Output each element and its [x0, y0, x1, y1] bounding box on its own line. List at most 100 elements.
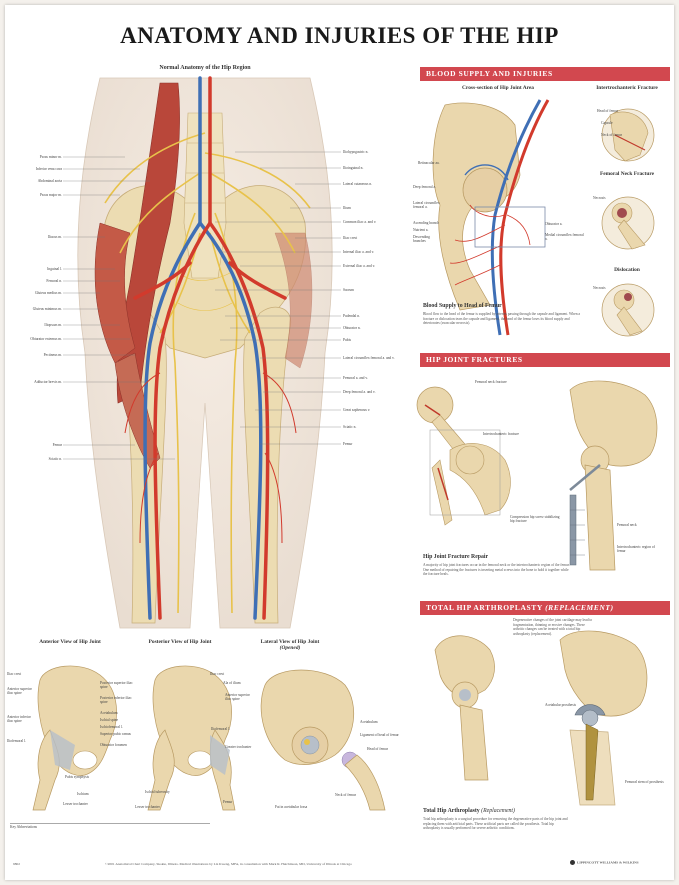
main-leader-lines	[63, 151, 341, 460]
footer-copyright: ©2001 Anatomical Chart Company, Skokie, …	[105, 862, 352, 866]
label-femoral-av: Femoral a. and v.	[343, 376, 368, 380]
post-label-ischial-spine: Ischial spine	[100, 718, 119, 722]
label-internal-iliac: Internal iliac a. and v.	[343, 250, 375, 254]
main-anatomy-illustration	[77, 76, 333, 629]
label-inferior-vena-cava: Inferior vena cava	[35, 167, 62, 171]
neck-fracture-caption: Femoral Neck Fracture	[599, 171, 655, 177]
fx-label-neck-fracture: Femoral neck fracture	[475, 380, 507, 384]
band-blood-supply: BLOOD SUPPLY AND INJURIES	[420, 67, 670, 81]
label-adductor-brevis: Adductor brevis m.	[34, 380, 62, 384]
lat-label-head-femur: Head of femur	[367, 747, 388, 751]
bs-label-ascending: Ascending branch	[413, 221, 440, 225]
thr-title: Total Hip Arthroplasty (Replacement)	[423, 808, 623, 814]
label-obturator-n: Obturator n.	[343, 326, 361, 330]
post-label-superior-pubic-ramus: Superior pubic ramus	[100, 732, 131, 736]
label-pubis: Pubis	[343, 338, 351, 342]
thr-label-femoral-stem: Femoral stem of prosthesis	[625, 780, 664, 784]
thr-text: Total hip arthroplasty is a surgical pro…	[423, 817, 568, 831]
post-label-asis: Anterior superior iliac spine	[225, 693, 250, 701]
key-abbreviations: Key Abbreviations	[10, 823, 210, 829]
bottom-views-illustration	[32, 665, 386, 811]
bs-label-obturator: Obturator a.	[545, 222, 563, 226]
label-great-saphenous: Great saphenous v.	[343, 408, 371, 412]
bs-label-necrosis-neck: Necrosis	[593, 196, 606, 200]
post-label-iliofemoral: Iliofemoral l.	[211, 727, 230, 731]
label-sciatic-right: Sciatic n.	[343, 425, 357, 429]
label-external-iliac: External iliac a. and v.	[343, 264, 376, 268]
anterior-view-caption: Anterior View of Hip Joint	[39, 639, 101, 645]
fx-label-femoral-neck: Femoral neck	[617, 523, 637, 527]
footer-publisher: LIPPINCOTT WILLIAMS & WILKINS	[570, 860, 670, 865]
post-label-piis: Posterior inferior iliac spine	[100, 696, 132, 704]
main-illustration-caption: Normal Anatomy of the Hip Region	[159, 65, 251, 71]
bs-label-retinacular: Retinacular aa.	[418, 161, 440, 165]
label-sciatic-n: Sciatic n.	[48, 457, 62, 461]
bs-label-necrosis-disloc: Necrosis	[593, 286, 606, 290]
label-psoas-major: Psoas major m.	[39, 193, 62, 197]
ant-label-ischium: Ischium	[77, 792, 89, 796]
post-label-ala: Ala of ilium	[223, 681, 241, 685]
bs-label-head-femur: Head of femur	[597, 109, 618, 113]
blood-supply-illustration	[432, 99, 655, 337]
label-lateral-cutaneous: Lateral cutaneous n.	[343, 182, 373, 186]
label-common-iliac: Common iliac a. and v.	[343, 220, 377, 224]
label-pectineus: Pectineus m.	[43, 353, 62, 357]
publisher-name: LIPPINCOTT WILLIAMS & WILKINS	[577, 860, 639, 865]
bs-label-descending: Descending branches	[413, 235, 430, 243]
ant-label-lesser-trochanter: Lesser trochanter	[63, 802, 88, 806]
label-abdominal-aorta: Abdominal aorta	[37, 179, 62, 183]
post-label-ischiofemoral: Ischiofemoral l.	[100, 725, 123, 729]
label-iliopsoas: Iliopsoas m.	[44, 323, 62, 327]
footer-code: 9802	[13, 862, 20, 866]
post-label-greater-trochanter: Greater trochanter	[225, 745, 252, 749]
lat-label-neck-femur: Neck of femur	[335, 793, 356, 797]
band-arthroplasty: TOTAL HIP ARTHROPLASTY (REPLACEMENT)	[420, 601, 670, 615]
label-iliohypogastric: Iliohypogastric n.	[343, 150, 369, 154]
post-label-psis: Posterior superior iliac spine	[100, 681, 133, 689]
band-hip-fractures: HIP JOINT FRACTURES	[420, 353, 670, 367]
label-femur-right: Femur	[343, 442, 353, 446]
cross-section-caption: Cross-section of Hip Joint Area	[462, 85, 534, 91]
lateral-view-caption: Lateral View of Hip Joint (Opened)	[255, 639, 325, 651]
label-gluteus-medius: Gluteus medius m.	[34, 291, 62, 295]
post-label-acetabulum: Acetabulum	[100, 711, 118, 715]
ant-label-iliac-crest: Iliac crest	[7, 672, 22, 676]
label-sacrum: Sacrum	[343, 288, 354, 292]
poster: ANATOMY AND INJURIES OF THE HIP Normal A…	[5, 5, 674, 880]
bs-label-lat-circumflex: Lateral circumflex femoral a.	[413, 201, 440, 209]
lat-label-fat: Fat in acetabular fossa	[275, 805, 308, 809]
arthroplasty-intro-text: Degenerative changes of the joint cartil…	[513, 618, 593, 636]
band-arthroplasty-sub: (REPLACEMENT)	[545, 603, 614, 612]
ant-label-pubis-symphysis: Pubis symphysis	[65, 775, 90, 779]
intertroch-caption: Intertrochanteric Fracture	[596, 85, 658, 91]
blood-supply-title: Blood Supply to Head of Femur	[423, 303, 502, 309]
post-label-lesser-trochanter: Lesser trochanter	[135, 805, 160, 809]
posterior-view-caption: Posterior View of Hip Joint	[148, 639, 212, 645]
bs-label-nutrient: Nutrient a.	[413, 228, 429, 232]
publisher-logo-icon	[570, 860, 575, 865]
fracture-repair-text: A majority of hip joint fractures occur …	[423, 563, 570, 577]
lat-label-ligament: Ligament of head of femur	[360, 733, 399, 737]
label-pudendal: Pudendal n.	[343, 314, 360, 318]
key-title: Key Abbreviations	[10, 825, 38, 829]
fx-label-intertroch-region: Intertrochanteric region of femur	[617, 545, 655, 553]
post-label-iliac-crest: Iliac crest	[210, 672, 225, 676]
thr-title-sub: (Replacement)	[481, 808, 515, 814]
fracture-repair-title: Hip Joint Fracture Repair	[423, 554, 489, 560]
label-ilium: Ilium	[343, 206, 351, 210]
post-label-obturator-foramen: Obturator foramen	[100, 743, 127, 747]
lateral-view-note: (Opened)	[279, 645, 301, 652]
label-iliacus: Iliacus m.	[47, 235, 62, 239]
label-obturator-externus: Obturator externus m.	[30, 337, 62, 341]
label-femoral-n: Femoral n.	[46, 279, 62, 283]
label-femur: Femur	[52, 443, 62, 447]
dislocation-caption: Dislocation	[614, 267, 640, 273]
lateral-view-title: Lateral View of Hip Joint	[260, 639, 320, 645]
fractures-illustration	[416, 380, 658, 571]
arthroplasty-illustration	[434, 630, 648, 806]
band-arthroplasty-main: TOTAL HIP ARTHROPLASTY	[426, 603, 543, 612]
page-title: ANATOMY AND INJURIES OF THE HIP	[120, 23, 559, 48]
bs-label-deep-femoral: Deep femoral a.	[413, 185, 437, 189]
bs-label-capsule: Capsule	[601, 121, 613, 125]
blood-supply-text: Blood flow to the head of the femur is s…	[423, 312, 581, 326]
